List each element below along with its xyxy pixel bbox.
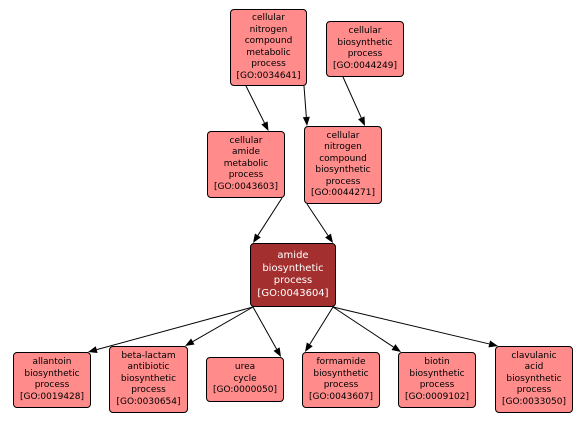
node-label-line: antibiotic [127,362,170,373]
node-label-line: [GO:0033050] [501,396,567,407]
node-label-line: clavulanic [511,350,557,361]
edge-line [309,306,334,345]
node-label-line: [GO:0009102] [404,391,470,402]
arrowhead-icon [488,340,498,348]
node-label-line: metabolic [246,47,291,58]
node-label-line: process [516,385,552,396]
node-label-line: biosynthetic [262,262,324,274]
edge-line [342,76,362,118]
node-label-line: [GO:0030654] [116,396,181,407]
node-label-line: process [34,380,70,390]
arrowhead-icon [391,344,401,352]
node-label-line: biosynthetic [313,368,369,379]
node-label-line: [GO:0034641] [236,70,301,81]
edge-line [96,306,254,351]
edge-line [303,85,307,118]
node-label-line: biosynthetic [120,373,177,384]
edge-line [245,85,265,124]
node-label-line: beta-lactam [121,350,176,361]
node-label-line: cellular [229,135,263,146]
edge-n_44271-to-n_43604 [306,203,333,243]
edge-n_43604-to-n_9102 [332,306,401,352]
node-label-line: process [228,170,264,181]
edge-n_44249-to-n_44271 [342,76,365,126]
arrowhead-icon [261,121,269,131]
arrowhead-icon [185,338,195,346]
node-label-line: metabolic [223,158,269,169]
node-label-line: process [419,380,455,390]
node-label-line: urea [234,362,256,373]
arrowhead-icon [305,342,313,352]
arrowhead-icon [253,233,261,243]
node-label-line: [GO:0043603] [213,181,279,192]
node-label-line: biosynthetic [506,373,562,384]
node-label-line: [GO:0044249] [332,60,398,71]
arrowhead-icon [358,116,365,126]
node-label-line: biosynthetic [337,37,393,48]
arrowhead-icon [273,347,281,357]
edge-line [252,306,278,350]
node-label-line: amide [231,147,261,158]
node-label-line: cellular [326,130,360,141]
node-label-line: biosynthetic [315,165,371,175]
node-label-line: process [347,49,383,59]
node-label-line: [GO:0044271] [310,188,376,198]
node-label-line: process [325,176,361,187]
node-label-line: process [131,385,166,396]
node-label-line: cycle [233,373,257,384]
node-label-line: [GO:0000050] [212,385,278,396]
node-label-line: process [251,59,286,69]
node-label-line: [GO:0043604] [257,287,329,299]
edge-line [192,306,254,342]
edge-n_34641-to-n_43603 [245,85,269,131]
edge-n_43604-to-n_30654 [185,306,254,346]
node-label-line: cellular [252,13,285,23]
node-label-line: biotin [424,357,450,367]
node-label-line: [GO:0043607] [308,391,374,402]
node-label-line: amide [277,250,309,261]
node-label-line: allantoin [32,357,72,367]
node-label-line: compound [244,36,293,46]
arrowhead-icon [88,346,98,354]
node-label-line: cellular [348,26,382,36]
edge-line [257,197,283,236]
edge-n_34641-to-n_44271 [302,85,310,126]
edge-n_43603-to-n_43604 [253,197,283,243]
arrowhead-icon [325,233,333,243]
node-label-line: nitrogen [249,24,288,35]
node-label-line: acid [524,362,544,373]
edge-n_43604-to-n_50 [252,306,281,357]
node-label-line: compound [319,153,367,164]
node-label-line: formamide [316,357,366,367]
edge-line [332,306,490,345]
node-label-line: nitrogen [324,142,362,152]
node-label-line: process [323,380,359,390]
edge-line [306,203,329,236]
edge-n_43604-to-n_33050 [332,306,498,348]
edge-n_43604-to-n_43607 [305,306,334,352]
node-label-line: [GO:0019428] [19,391,85,402]
edge-line [332,306,394,348]
edge-n_43604-to-n_19428 [88,306,254,354]
node-label-line: biosynthetic [24,368,80,379]
arrowhead-icon [302,116,310,126]
node-label-line: process [273,275,313,286]
node-label-line: biosynthetic [409,368,465,379]
